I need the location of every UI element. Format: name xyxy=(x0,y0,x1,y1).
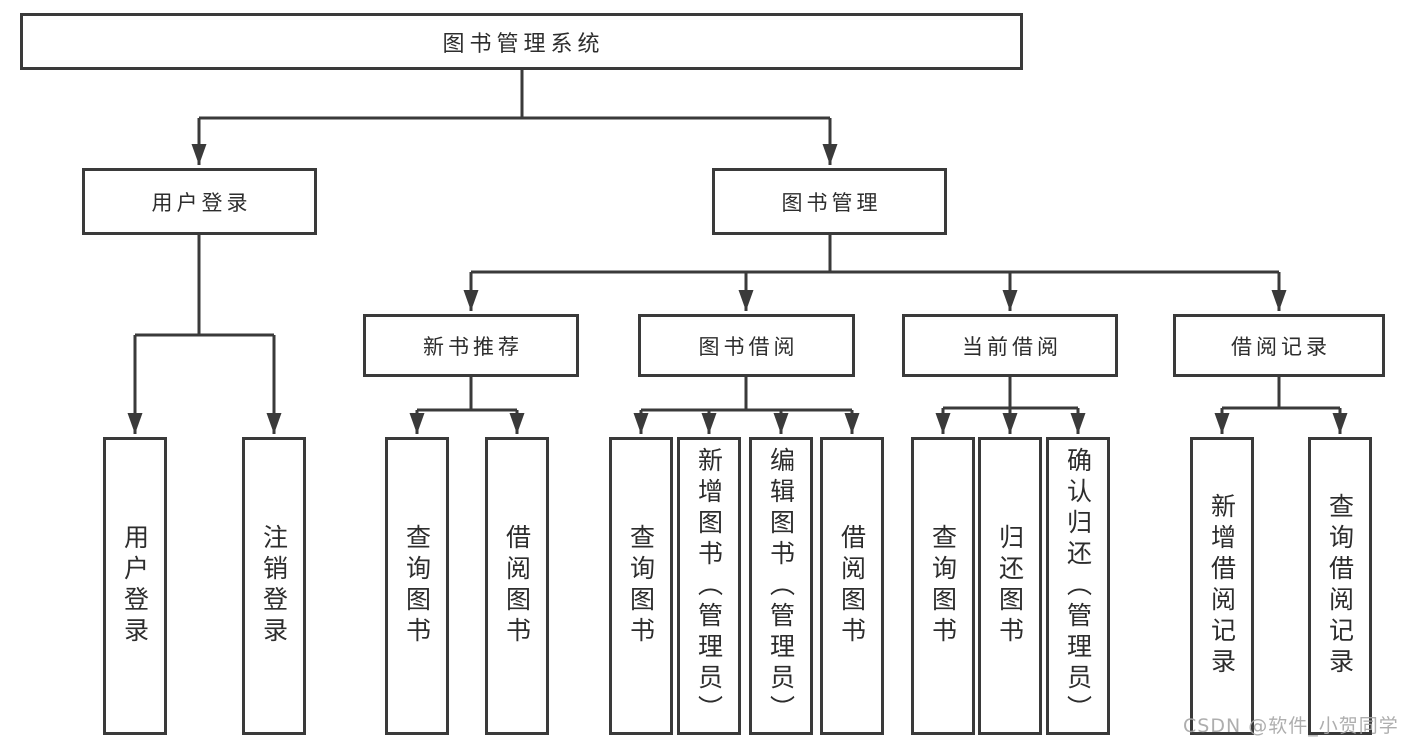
leaf-search-books-current: 查询图书 xyxy=(911,437,975,735)
leaf-user-login: 用户登录 xyxy=(103,437,167,735)
node-label: 新增图书（管理员） xyxy=(694,446,724,726)
node-label: 查询图书 xyxy=(928,524,958,648)
node-label: 查询图书 xyxy=(626,524,656,648)
leaf-return-books: 归还图书 xyxy=(978,437,1042,735)
leaf-search-borrow-record: 查询借阅记录 xyxy=(1308,437,1372,735)
node-book-borrowing: 图书借阅 xyxy=(638,314,855,377)
node-borrowing-records: 借阅记录 xyxy=(1173,314,1385,377)
node-label: 新增借阅记录 xyxy=(1207,493,1237,679)
node-label: 借阅图书 xyxy=(502,524,532,648)
node-new-book-recommendation: 新书推荐 xyxy=(363,314,579,377)
leaf-add-book-admin: 新增图书（管理员） xyxy=(677,437,741,735)
node-label: 归还图书 xyxy=(995,524,1025,648)
leaf-borrow-books-recommend: 借阅图书 xyxy=(485,437,549,735)
node-label: 借阅记录 xyxy=(1231,334,1331,359)
node-user-login: 用户登录 xyxy=(82,168,317,235)
leaf-edit-book-admin: 编辑图书（管理员） xyxy=(749,437,813,735)
csdn-watermark: CSDN @软件_小贺同学 xyxy=(1183,715,1399,737)
node-book-management: 图书管理 xyxy=(712,168,947,235)
node-label: 查询图书 xyxy=(402,524,432,648)
leaf-search-books-recommend: 查询图书 xyxy=(385,437,449,735)
node-label: 编辑图书（管理员） xyxy=(766,446,796,726)
node-label: 用户登录 xyxy=(120,524,150,648)
node-label: 图书管理 xyxy=(781,190,882,215)
node-label: 查询借阅记录 xyxy=(1325,493,1355,679)
node-current-borrowing: 当前借阅 xyxy=(902,314,1118,377)
leaf-logout: 注销登录 xyxy=(242,437,306,735)
leaf-borrow-books: 借阅图书 xyxy=(820,437,884,735)
node-label: 确认归还（管理员） xyxy=(1063,446,1093,726)
leaf-add-borrow-record: 新增借阅记录 xyxy=(1190,437,1254,735)
node-label: 图书借阅 xyxy=(698,334,799,359)
leaf-search-books-borrow: 查询图书 xyxy=(609,437,673,735)
leaf-confirm-return-admin: 确认归还（管理员） xyxy=(1046,437,1110,735)
node-label: 注销登录 xyxy=(259,524,289,648)
node-label: 新书推荐 xyxy=(423,334,523,359)
node-label: 当前借阅 xyxy=(962,334,1062,359)
node-label: 借阅图书 xyxy=(837,524,867,648)
node-library-management-system: 图书管理系统 xyxy=(20,13,1023,70)
node-label: 图书管理系统 xyxy=(442,31,605,57)
node-label: 用户登录 xyxy=(151,190,252,215)
